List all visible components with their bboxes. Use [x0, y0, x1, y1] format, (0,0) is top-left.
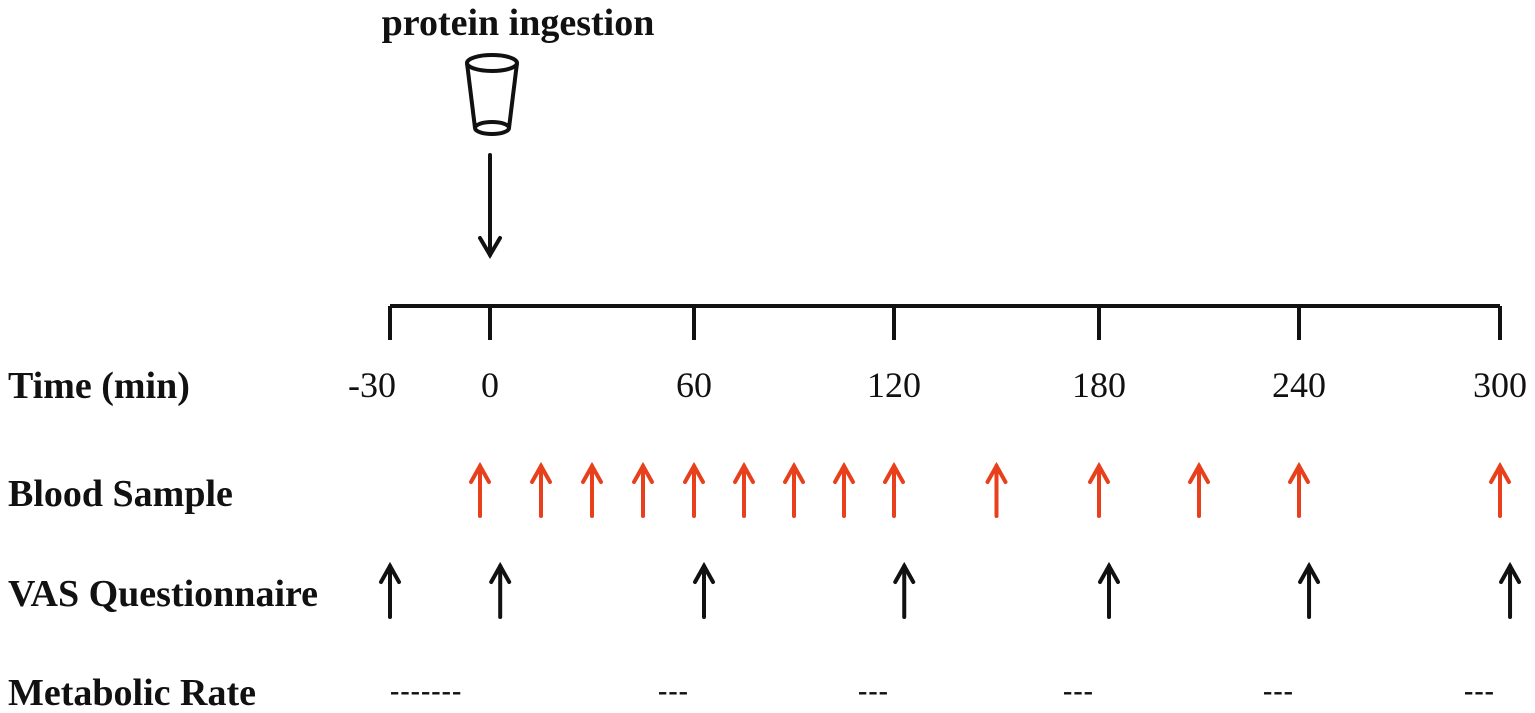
blood-sample-arrow	[733, 461, 755, 518]
blood-sample-arrow	[581, 461, 603, 518]
tick-labels: -30 0 60 120 180 240 300	[348, 365, 1527, 405]
cup-icon	[465, 53, 519, 136]
metabolic-rate-dash: ---	[1063, 676, 1094, 707]
tick-label: 0	[481, 365, 499, 405]
down-arrow-icon	[478, 153, 502, 259]
tick-label: 120	[867, 365, 921, 405]
vas-arrow	[379, 561, 401, 619]
protein-ingestion-title: protein ingestion	[382, 2, 655, 44]
metabolic-rate-dash: ---	[658, 676, 689, 707]
tick-label: -30	[348, 365, 396, 405]
blood-sample-arrow	[1088, 461, 1110, 518]
blood-sample-arrow	[1188, 461, 1210, 518]
blood-sample-arrow	[883, 461, 905, 518]
blood-sample-arrow	[632, 461, 654, 518]
blood-sample-arrows	[469, 461, 1511, 518]
blood-sample-arrow	[469, 461, 491, 518]
blood-sample-label: Blood Sample	[8, 473, 233, 515]
vas-arrow	[489, 561, 512, 619]
tick-label: 300	[1473, 365, 1527, 405]
vas-arrow	[1098, 561, 1120, 619]
metabolic-rate-dash: -------	[390, 676, 462, 707]
metabolic-rate-dash: ---	[858, 676, 889, 707]
blood-sample-arrow	[833, 461, 855, 518]
blood-sample-arrow	[985, 461, 1008, 518]
blood-sample-arrow	[530, 461, 552, 518]
metabolic-rate-label: Metabolic Rate	[8, 672, 256, 713]
vas-arrow	[1499, 561, 1522, 619]
blood-sample-arrow	[1288, 461, 1310, 518]
blood-sample-arrow	[1489, 461, 1511, 518]
time-axis	[388, 304, 1502, 340]
vas-questionnaire-arrows	[379, 561, 1522, 619]
blood-sample-arrow	[683, 461, 705, 518]
vas-arrow	[1298, 561, 1321, 619]
vas-arrow	[893, 561, 916, 619]
vas-questionnaire-label: VAS Questionnaire	[8, 573, 318, 615]
blood-sample-arrow	[783, 461, 805, 518]
metabolic-rate-dash: ---	[1263, 676, 1294, 707]
ingestion-arrow-head	[478, 236, 502, 259]
tick-label: 240	[1272, 365, 1326, 405]
vas-arrow	[693, 561, 715, 619]
metabolic-rate-dash: ---	[1464, 676, 1495, 707]
tick-label: 180	[1072, 365, 1126, 405]
metabolic-rate-dashes: ----------------------	[390, 676, 1495, 707]
tick-label: 60	[676, 365, 712, 405]
time-axis-label: Time (min)	[8, 365, 190, 407]
